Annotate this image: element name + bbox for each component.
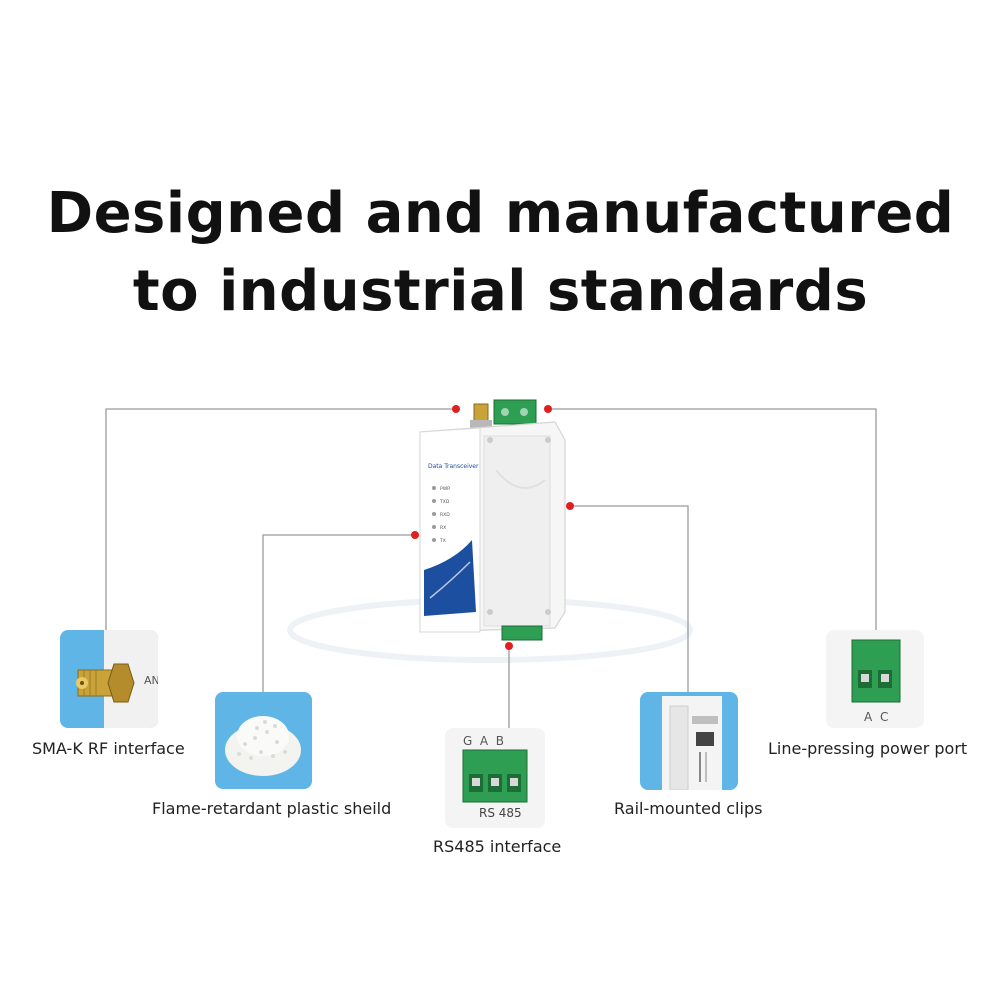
device-led-list: PWR TXD RXD RX TX <box>432 486 450 544</box>
rs485-terminal-thumbnail: G A B RS 485 <box>445 728 545 828</box>
headline-line-2: to industrial standards <box>132 259 869 324</box>
plastic-pellets-thumbnail <box>215 692 312 789</box>
caption-rs485-interface: RS485 interface <box>433 837 562 856</box>
sma-thumb-label: AN <box>144 674 158 687</box>
power-port-thumbnail: A C <box>826 630 924 728</box>
device-screw <box>545 437 551 443</box>
callout-dot <box>411 531 419 539</box>
callout-dot <box>452 405 460 413</box>
callout-line-rail <box>570 505 689 692</box>
device-screw <box>487 437 493 443</box>
led-label: RXD <box>440 512 450 518</box>
side-panel-contour <box>495 469 546 489</box>
led-label: PWR <box>440 486 450 492</box>
callout-line-sma <box>105 408 456 630</box>
antenna-nut <box>470 420 492 428</box>
callout-dot <box>544 405 552 413</box>
device-illustration: Data Transceiver PWR TXD RXD RX TX <box>419 399 566 641</box>
led-indicator <box>432 525 436 529</box>
callout-line-shield <box>262 534 415 692</box>
device-screw <box>487 609 493 615</box>
caption-line-pressing-power-port: Line-pressing power port <box>768 739 968 758</box>
top-terminal-screw <box>501 408 509 416</box>
callout-dot <box>566 502 574 510</box>
swoosh-highlight <box>429 561 471 599</box>
led-indicator <box>432 499 436 503</box>
rs485-pin-labels: G A B <box>463 734 504 748</box>
led-label: RX <box>440 525 446 531</box>
led-label: TX <box>439 538 446 544</box>
callout-dot <box>505 642 513 650</box>
rs485-thumb-label: RS 485 <box>479 806 522 820</box>
top-terminal-block <box>493 399 537 425</box>
led-indicator <box>432 486 436 490</box>
led-indicator <box>432 512 436 516</box>
device-blue-swoosh <box>424 540 476 616</box>
caption-sma-rf-interface: SMA-K RF interface <box>32 739 185 758</box>
caption-rail-mounted-clips: Rail-mounted clips <box>614 799 763 818</box>
led-label: TXD <box>439 499 450 505</box>
top-terminal-screw <box>520 408 528 416</box>
led-indicator <box>432 538 436 542</box>
device-label: Data Transceiver <box>428 463 479 470</box>
bottom-terminal-block <box>501 625 543 641</box>
rail-clip-thumbnail <box>640 692 738 790</box>
headline-line-1: Designed and manufactured <box>46 181 955 246</box>
sma-connector-thumbnail: AN <box>60 630 158 728</box>
device-side-panel <box>483 435 551 627</box>
caption-flame-retardant-shield: Flame-retardant plastic sheild <box>152 799 392 818</box>
power-thumb-label: A C <box>864 710 891 724</box>
device-screw <box>545 609 551 615</box>
callout-line-power <box>548 408 877 630</box>
